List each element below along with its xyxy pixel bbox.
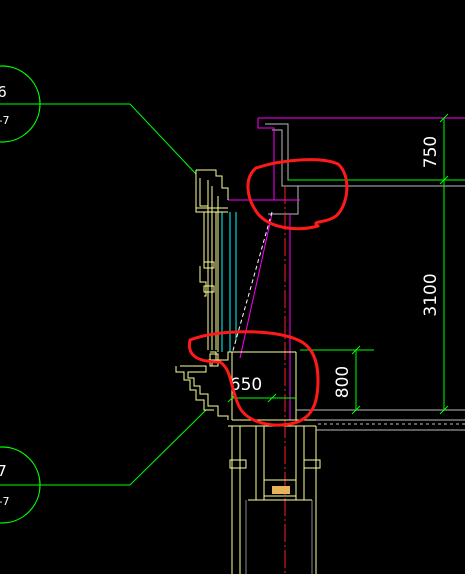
callout-top-sub: -7	[0, 114, 9, 127]
callout-top: 6 -7	[0, 65, 41, 143]
callout-bottom-sub: -7	[0, 495, 9, 508]
floor-slab	[296, 409, 465, 431]
cyan-glazing	[221, 212, 237, 352]
leader-line-top	[40, 103, 197, 175]
callout-bottom: 7 -7	[0, 446, 41, 524]
markup-loop-lower	[187, 330, 320, 427]
dashed-slant-line	[231, 211, 273, 355]
dimension-3100: 3100	[421, 273, 441, 316]
leader-line-bottom	[40, 409, 207, 486]
markup-loop-upper	[246, 158, 349, 231]
orange-infill	[272, 486, 290, 494]
dimension-800: 800	[333, 366, 353, 398]
dimension-650: 650	[230, 375, 262, 395]
callout-top-main: 6	[0, 83, 7, 101]
lower-column	[229, 426, 321, 574]
upper-window-frame	[195, 169, 229, 352]
dimension-750: 750	[421, 136, 441, 168]
magenta-lines	[228, 117, 465, 420]
grey-verticals	[245, 500, 313, 574]
callout-bottom-main: 7	[0, 462, 7, 480]
dimension-lines	[227, 113, 465, 415]
